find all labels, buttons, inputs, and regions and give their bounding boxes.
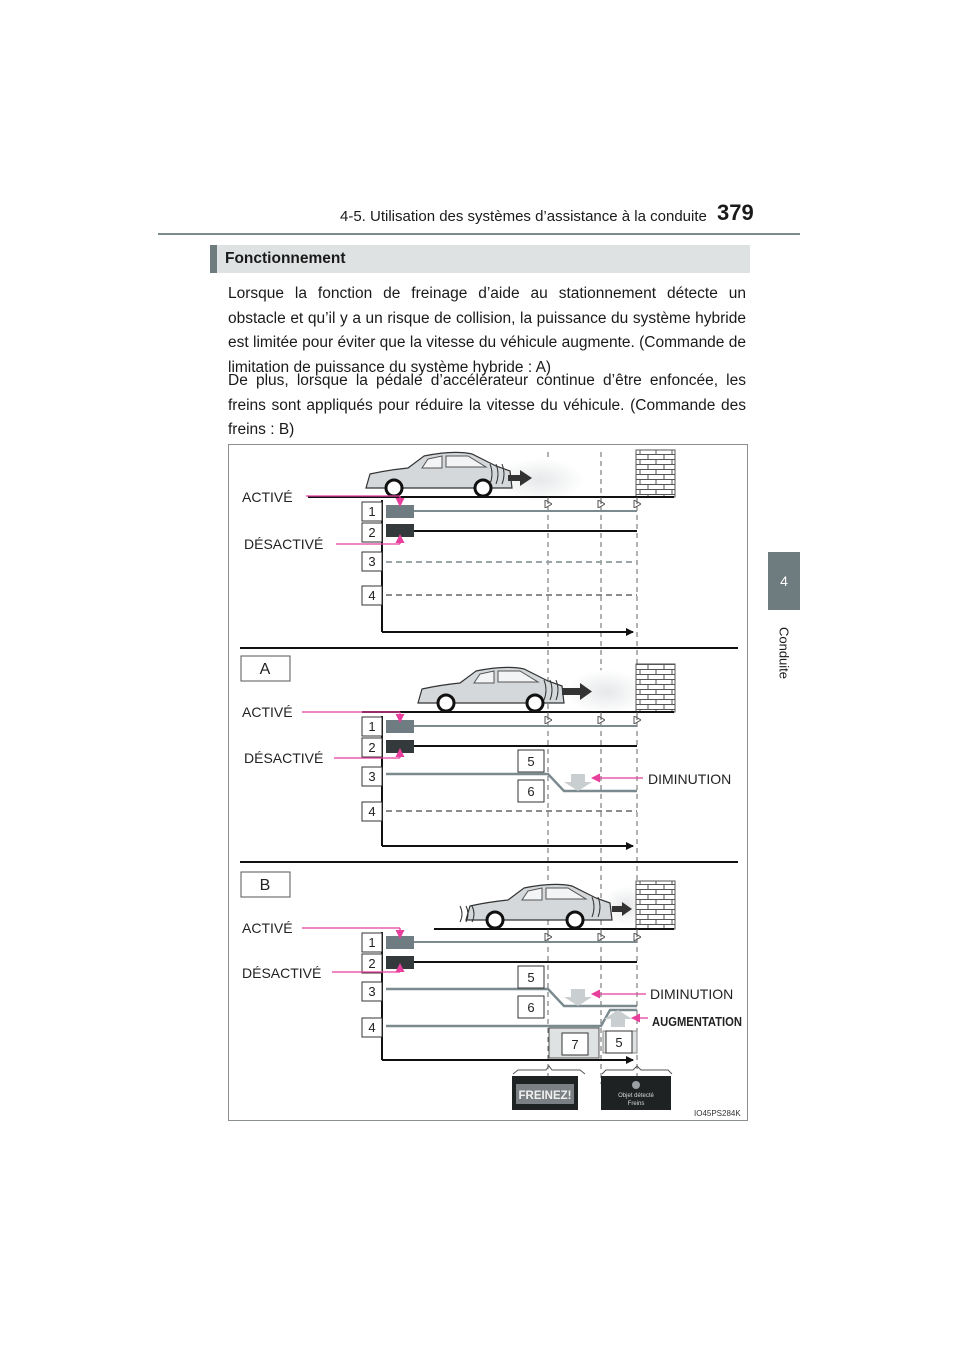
chapter-tab-number: 4 <box>768 552 800 610</box>
svg-text:1: 1 <box>368 719 375 734</box>
obstacle-subtext: Freins <box>628 1101 645 1107</box>
svg-text:5: 5 <box>615 1035 622 1050</box>
svg-text:6: 6 <box>527 784 534 799</box>
svg-text:6: 6 <box>527 1000 534 1015</box>
panel-a-label: A <box>260 661 271 678</box>
badge-4: 4 <box>368 588 375 603</box>
svg-text:2: 2 <box>368 740 375 755</box>
bar-2 <box>386 524 414 537</box>
svg-text:7: 7 <box>571 1037 578 1052</box>
car-icon <box>365 451 532 498</box>
svg-text:5: 5 <box>527 754 534 769</box>
decrease-arrow-icon <box>564 989 592 1006</box>
brake-curve-b <box>386 1008 637 1028</box>
chapter-tab-label: Conduite <box>776 626 792 680</box>
label-decrease-a: DIMINUTION <box>648 771 731 787</box>
label-decrease-b: DIMINUTION <box>650 986 733 1002</box>
badge-2: 2 <box>368 525 375 540</box>
wall-icon <box>635 663 676 713</box>
increase-arrow-icon <box>604 1010 632 1027</box>
figure-frame <box>228 444 748 1121</box>
power-curve-b <box>386 987 637 1008</box>
brake-warning-screen: FREINEZ! <box>512 1076 578 1110</box>
section-title: Fonctionnement <box>225 250 346 267</box>
svg-text:1: 1 <box>368 935 375 950</box>
figure-code: IO45PS284K <box>694 1109 741 1118</box>
time-guides <box>547 452 638 1084</box>
label-inactive-a: DÉSACTIVÉ <box>244 750 323 766</box>
label-inactive: DÉSACTIVÉ <box>244 536 323 552</box>
brake-warning-text: FREINEZ! <box>518 1090 571 1102</box>
svg-text:3: 3 <box>368 984 375 999</box>
sensor-wave <box>496 458 584 502</box>
operation-figure: 1 2 3 4 ACTIVÉ DÉSACTIVÉ A <box>228 444 748 1121</box>
paragraph-2: De plus, lorsque la pédale d’accélérateu… <box>228 372 746 438</box>
label-active-a: ACTIVÉ <box>242 704 293 720</box>
badge-1: 1 <box>368 504 375 519</box>
panel-normal: 1 2 3 4 ACTIVÉ DÉSACTIVÉ <box>242 449 676 636</box>
chapter-title: 4-5. Utilisation des systèmes d’assistan… <box>340 208 707 225</box>
wall-icon <box>635 449 676 498</box>
decrease-arrow-icon <box>564 774 592 791</box>
svg-text:3: 3 <box>368 769 375 784</box>
page-number: 379 <box>717 200 754 225</box>
panel-b-label: B <box>260 877 271 894</box>
section-heading: Fonctionnement <box>210 245 750 273</box>
label-increase-b: AUGMENTATION <box>652 1014 742 1029</box>
paragraph-1: Lorsque la fonction de freinage d’aide a… <box>228 285 746 376</box>
wall-icon <box>635 880 676 930</box>
car-icon <box>459 883 632 930</box>
label-active: ACTIVÉ <box>242 489 293 505</box>
panel-a: A 1 2 3 <box>240 655 731 850</box>
svg-text:4: 4 <box>368 804 375 819</box>
header-rule <box>158 233 800 235</box>
svg-text:4: 4 <box>368 1020 375 1035</box>
section-accent <box>210 245 217 273</box>
obstacle-screen: Objet détecté Freins <box>601 1076 671 1110</box>
obstacle-text: Objet détecté <box>618 1093 654 1099</box>
label-inactive-b: DÉSACTIVÉ <box>242 965 321 981</box>
svg-text:5: 5 <box>527 970 534 985</box>
figure-svg: 1 2 3 4 ACTIVÉ DÉSACTIVÉ A <box>228 444 748 1121</box>
badge-3: 3 <box>368 554 375 569</box>
bar-1 <box>386 505 414 518</box>
label-active-b: ACTIVÉ <box>242 920 293 936</box>
panel-b: B 1 2 <box>240 871 742 1110</box>
power-curve-a <box>386 772 637 793</box>
svg-text:2: 2 <box>368 956 375 971</box>
